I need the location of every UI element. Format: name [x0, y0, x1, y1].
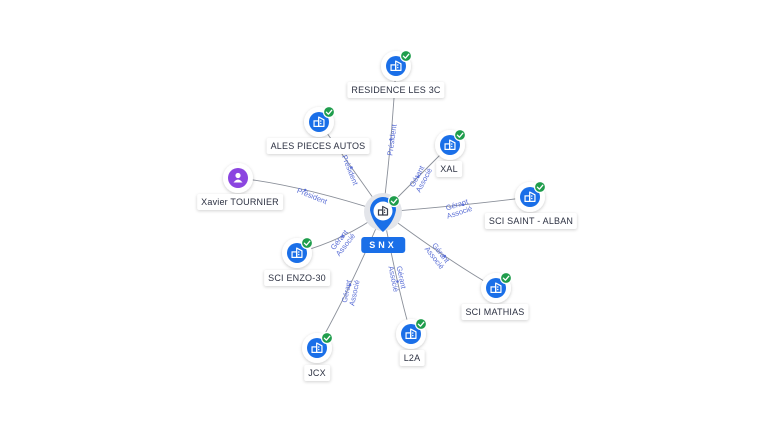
edge-label: Président	[340, 154, 361, 188]
node-l2a[interactable]	[396, 317, 428, 350]
building-icon	[524, 191, 536, 202]
edge-arrow-marker	[341, 234, 344, 238]
verified-check-icon	[387, 194, 401, 208]
center-node-label[interactable]: SNX	[361, 237, 405, 253]
building-icon	[377, 205, 389, 216]
edge-label: Président	[296, 186, 330, 207]
node-label-ales[interactable]: ALES PIECES AUTOS	[266, 138, 370, 154]
node-label-mathias[interactable]: SCI MATHIAS	[461, 304, 529, 320]
edge-label: Président	[385, 123, 398, 157]
building-icon	[311, 342, 323, 353]
edge-arrow-marker	[348, 283, 352, 287]
building-icon	[490, 282, 502, 293]
edge-arrow-marker	[396, 280, 399, 283]
node-residence[interactable]	[381, 49, 413, 82]
edge-arrow-marker	[303, 188, 307, 192]
node-xal[interactable]	[435, 128, 467, 161]
edge-label: GérantAssocié	[407, 163, 434, 194]
verified-check-icon	[499, 271, 513, 285]
edge-arrow-marker	[443, 254, 447, 258]
edge-label: GérantAssocié	[443, 196, 473, 220]
verified-check-icon	[533, 180, 547, 194]
node-xavier[interactable]	[223, 163, 253, 193]
building-icon	[313, 116, 325, 128]
node-label-xal[interactable]: XAL	[436, 161, 462, 177]
verified-check-icon	[300, 236, 314, 250]
node-mathias[interactable]	[481, 271, 513, 304]
nodes-layer	[223, 49, 547, 364]
verified-check-icon	[453, 128, 467, 142]
node-label-jcx[interactable]: JCX	[304, 365, 330, 381]
node-label-residence[interactable]: RESIDENCE LES 3C	[347, 82, 445, 98]
node-saintalban[interactable]	[515, 180, 547, 213]
verified-check-icon	[322, 105, 336, 119]
edge-arrow-marker	[389, 138, 393, 141]
edge-arrow-marker	[461, 203, 465, 207]
building-icon	[390, 60, 402, 72]
verified-check-icon	[320, 331, 334, 345]
person-icon	[233, 172, 243, 183]
building-icon	[444, 139, 456, 150]
center-node[interactable]	[364, 193, 402, 232]
edge-arrow-marker	[350, 166, 353, 169]
verified-check-icon	[399, 49, 413, 63]
building-icon	[291, 247, 303, 258]
node-ales[interactable]	[304, 105, 336, 138]
node-label-enzo[interactable]: SCI ENZO-30	[264, 270, 330, 286]
node-jcx[interactable]	[302, 331, 334, 364]
node-label-saintalban[interactable]: SCI SAINT - ALBAN	[484, 213, 578, 229]
verified-check-icon	[414, 317, 428, 331]
edge-label: GérantAssocié	[386, 263, 408, 292]
node-label-l2a[interactable]: L2A	[399, 350, 425, 366]
edge-label: GérantAssocié	[339, 277, 361, 306]
node-enzo[interactable]	[282, 236, 314, 269]
building-icon	[405, 328, 417, 339]
edge-arrow-marker	[416, 175, 420, 179]
node-label-xavier[interactable]: Xavier TOURNIER	[197, 194, 283, 210]
